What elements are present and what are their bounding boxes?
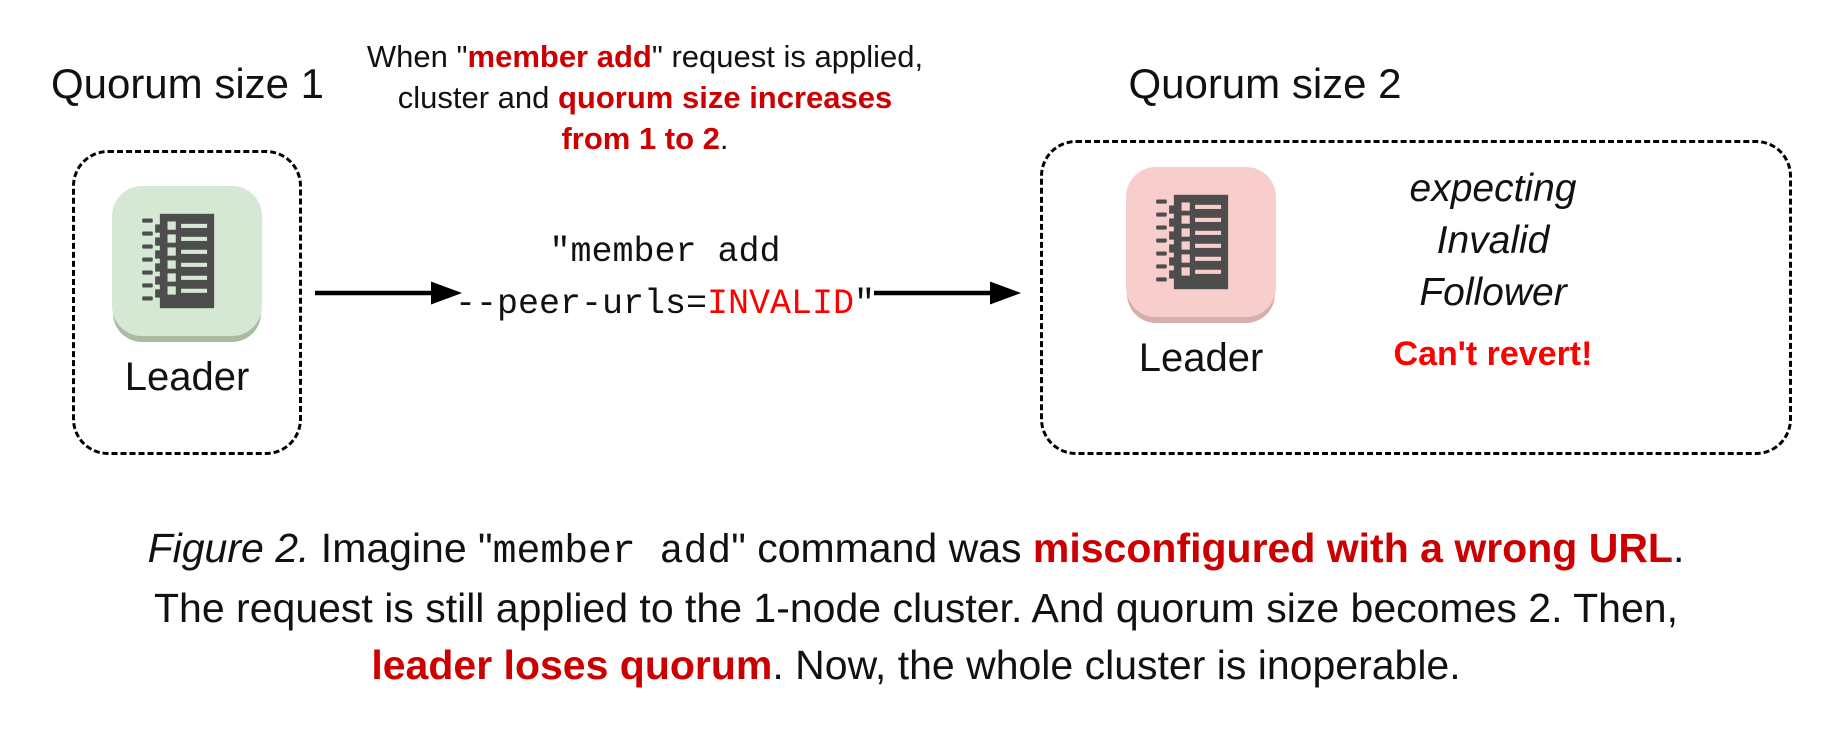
figure-number-label: Figure 2. [147, 525, 310, 571]
annotation-line-1: When "member add" request is applied, [350, 36, 940, 77]
figure-caption: Figure 2. Imagine "member add" command w… [0, 520, 1832, 694]
command-invalid-value: INVALID [707, 284, 855, 324]
annotation-text: . [719, 121, 729, 156]
annotation-text: " request is applied, [651, 39, 924, 74]
annotation-emphasis: quorum size increases [558, 80, 893, 115]
quorum-2-cluster-box: Leader expecting Invalid Follower Can't … [1040, 140, 1792, 455]
leader-label: Leader [124, 355, 250, 399]
log-ledger-icon [1126, 167, 1276, 317]
cant-revert-warning: Can't revert! [1393, 335, 1593, 373]
expecting-line: Follower [1419, 271, 1567, 314]
command-text: " [854, 284, 876, 324]
annotation-emphasis: member add [467, 39, 652, 74]
annotation-emphasis: from 1 to 2 [561, 121, 720, 156]
caption-command-text: member add [492, 529, 732, 574]
quorum-1-cluster-box: Leader [72, 150, 302, 455]
right-arrow-icon [874, 281, 1021, 305]
command-text: --peer-urls= [454, 284, 707, 324]
annotation-line-3: from 1 to 2. [350, 118, 940, 159]
caption-line-1: Figure 2. Imagine "member add" command w… [0, 520, 1832, 580]
caption-text: . Now, the whole cluster is inoperable. [772, 642, 1461, 688]
leader-node: Leader [1085, 167, 1317, 381]
expecting-line: Invalid [1436, 219, 1550, 262]
annotation-text: When " [366, 39, 468, 74]
caption-text: . [1672, 525, 1685, 571]
command-line-2: --peer-urls=INVALID" [415, 278, 915, 330]
caption-emphasis: misconfigured with a wrong URL [1032, 525, 1673, 571]
member-add-annotation: When "member add" request is applied, cl… [350, 36, 940, 159]
annotation-text: cluster and [397, 80, 558, 115]
caption-emphasis: leader loses quorum [371, 642, 773, 688]
caption-line-2: The request is still applied to the 1-no… [154, 585, 1678, 631]
left-quorum-heading: Quorum size 1 [50, 60, 325, 107]
member-add-command: "member add --peer-urls=INVALID" [415, 226, 915, 330]
caption-text: Imagine " [309, 525, 493, 571]
command-line-1: "member add [549, 232, 781, 272]
caption-line-3: leader loses quorum. Now, the whole clus… [0, 637, 1832, 694]
right-arrow-icon [315, 281, 462, 305]
leader-label: Leader [1138, 336, 1264, 380]
expecting-follower-note: expecting Invalid Follower Can't revert! [1273, 163, 1713, 374]
expecting-line: expecting [1409, 167, 1577, 210]
leader-node: Leader [75, 186, 299, 400]
log-ledger-icon [112, 186, 262, 336]
right-quorum-heading: Quorum size 2 [1128, 60, 1402, 107]
caption-text: " command was [731, 525, 1033, 571]
annotation-line-2: cluster and quorum size increases [350, 77, 940, 118]
